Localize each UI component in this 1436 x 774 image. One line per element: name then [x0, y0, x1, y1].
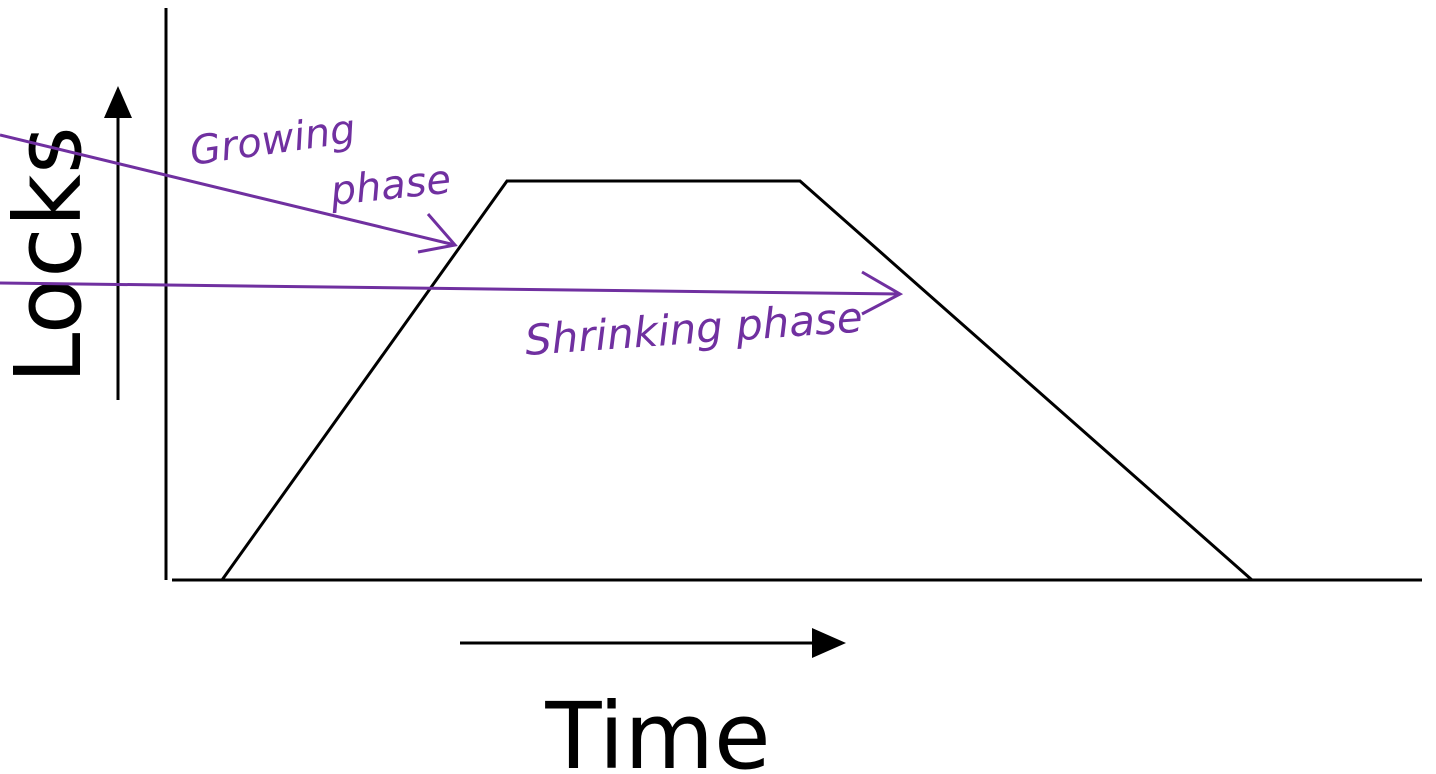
shrinking-phase-arrow [0, 270, 904, 316]
locks-trapezoid [220, 179, 1253, 582]
growing-label: Growing [187, 106, 358, 175]
x-axis-label: Time [544, 683, 770, 774]
growing-phase-label: phase [327, 157, 453, 215]
locks-direction-arrow [104, 86, 132, 400]
shrinking-phase-label: Shrinking phase [523, 293, 864, 365]
time-direction-arrow [460, 628, 846, 658]
y-axis-label: Locks [0, 126, 102, 384]
growing-phase-arrow [0, 133, 458, 254]
